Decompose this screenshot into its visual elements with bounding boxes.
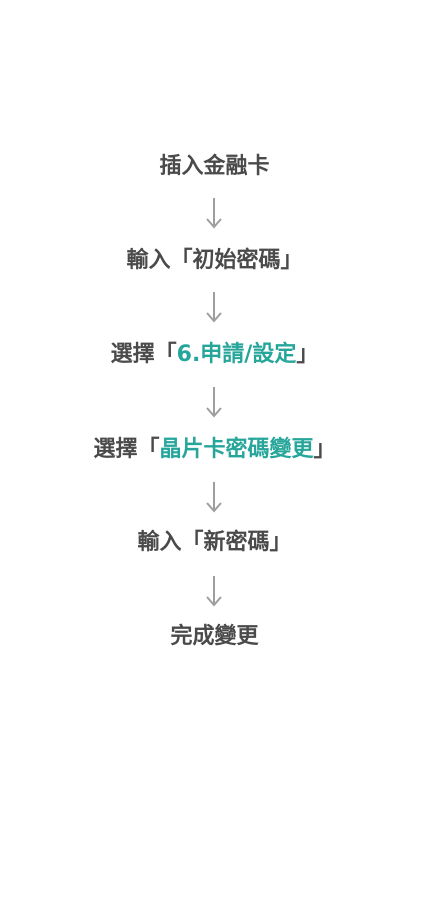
step-2: 輸入「初始密碼」 <box>0 246 429 276</box>
step-6: 完成變更 <box>0 622 429 652</box>
down-arrow-icon <box>206 482 222 513</box>
down-arrow-icon <box>206 387 222 418</box>
step-3-suffix: 」 <box>296 342 319 367</box>
step-3: 選擇「6.申請/設定」 <box>0 340 429 370</box>
down-arrow-icon <box>206 198 222 229</box>
step-5: 輸入「新密碼」 <box>0 528 429 558</box>
step-4: 選擇「晶片卡密碼變更」 <box>0 435 429 465</box>
step-4-prefix: 選擇「 <box>93 437 160 462</box>
step-6-text: 完成變更 <box>170 624 259 649</box>
down-arrow-icon <box>206 292 222 323</box>
step-4-suffix: 」 <box>313 437 336 462</box>
step-2-text: 輸入「初始密碼」 <box>126 248 303 273</box>
step-3-highlight: 6.申請/設定 <box>176 342 297 367</box>
step-5-text: 輸入「新密碼」 <box>137 530 292 555</box>
down-arrow-icon <box>206 576 222 607</box>
step-3-prefix: 選擇「 <box>110 342 177 367</box>
step-1: 插入金融卡 <box>0 152 429 182</box>
step-4-highlight: 晶片卡密碼變更 <box>159 437 314 462</box>
step-1-text: 插入金融卡 <box>159 154 270 179</box>
